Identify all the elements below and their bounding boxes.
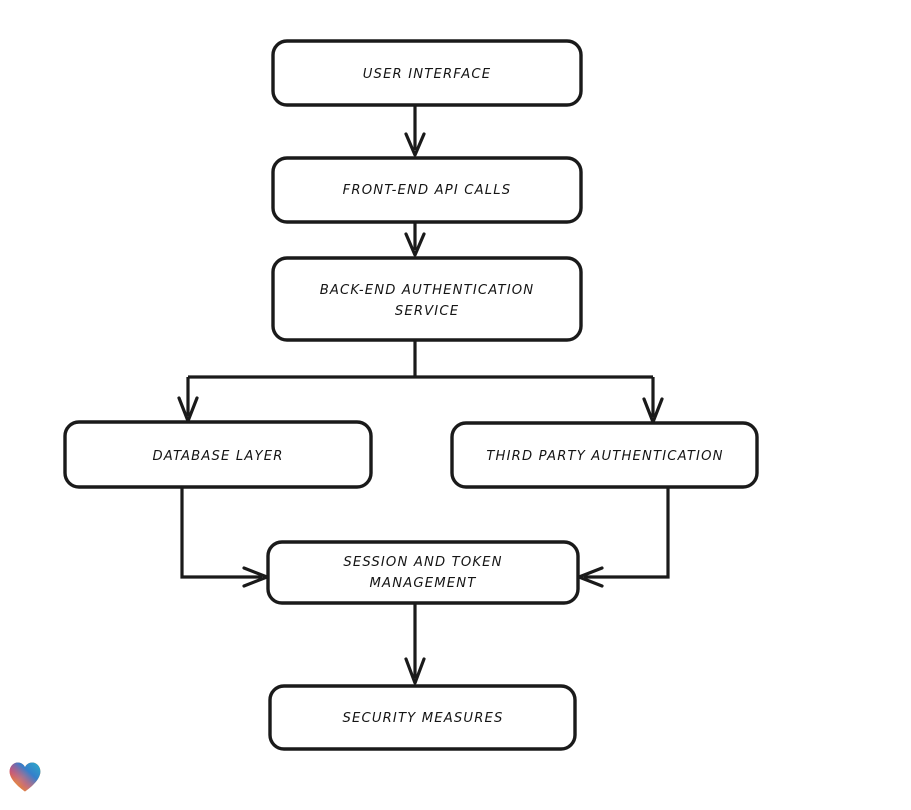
node-database-layer[interactable]: DATABASE LAYER	[63, 420, 373, 489]
node-label-user-interface: USER INTERFACE	[363, 67, 492, 82]
node-back-end-authentication-service[interactable]: BACK-END AUTHENTICATION SERVICE	[271, 256, 583, 342]
node-box-back-end-authentication-service[interactable]	[271, 256, 583, 342]
node-box-user-interface[interactable]	[271, 39, 583, 107]
node-third-party-authentication[interactable]: THIRD PARTY AUTHENTICATION	[450, 421, 759, 489]
node-box-front-end-api-calls[interactable]	[271, 156, 583, 224]
node-label-security-measures: SECURITY MEASURES	[342, 711, 503, 726]
node-session-and-token-management[interactable]: SESSION AND TOKEN MANAGEMENT	[266, 540, 580, 605]
node-user-interface[interactable]: USER INTERFACE	[271, 39, 583, 107]
edge-api-to-backend	[404, 222, 426, 257]
node-label-session-and-token-management-line1: SESSION AND TOKEN	[343, 555, 502, 570]
edge-backend-to-database	[177, 377, 199, 423]
heart-icon-fill	[9, 762, 41, 792]
node-security-measures[interactable]: SECURITY MEASURES	[268, 684, 577, 751]
edge-ui-to-api	[404, 105, 426, 157]
edge-backend-to-thirdparty	[642, 377, 664, 424]
node-box-session-and-token-management[interactable]	[266, 540, 580, 605]
node-label-back-end-authentication-service-line2: SERVICE	[395, 304, 459, 319]
node-label-session-and-token-management-line2: MANAGEMENT	[370, 576, 477, 591]
edge-thirdparty-to-session	[577, 487, 670, 588]
node-box-database-layer[interactable]	[63, 420, 373, 489]
edge-database-to-session	[180, 487, 269, 588]
node-box-security-measures[interactable]	[268, 684, 577, 751]
node-label-back-end-authentication-service-line1: BACK-END AUTHENTICATION	[320, 283, 535, 298]
edge-backend-split-trunk	[188, 340, 653, 379]
node-label-database-layer: DATABASE LAYER	[152, 449, 283, 464]
node-front-end-api-calls[interactable]: FRONT-END API CALLS	[271, 156, 583, 224]
edge-session-to-security	[404, 603, 426, 685]
node-label-front-end-api-calls: FRONT-END API CALLS	[343, 183, 512, 198]
heart-icon	[9, 762, 41, 792]
node-box-third-party-authentication[interactable]	[450, 421, 759, 489]
node-label-third-party-authentication: THIRD PARTY AUTHENTICATION	[486, 449, 723, 464]
